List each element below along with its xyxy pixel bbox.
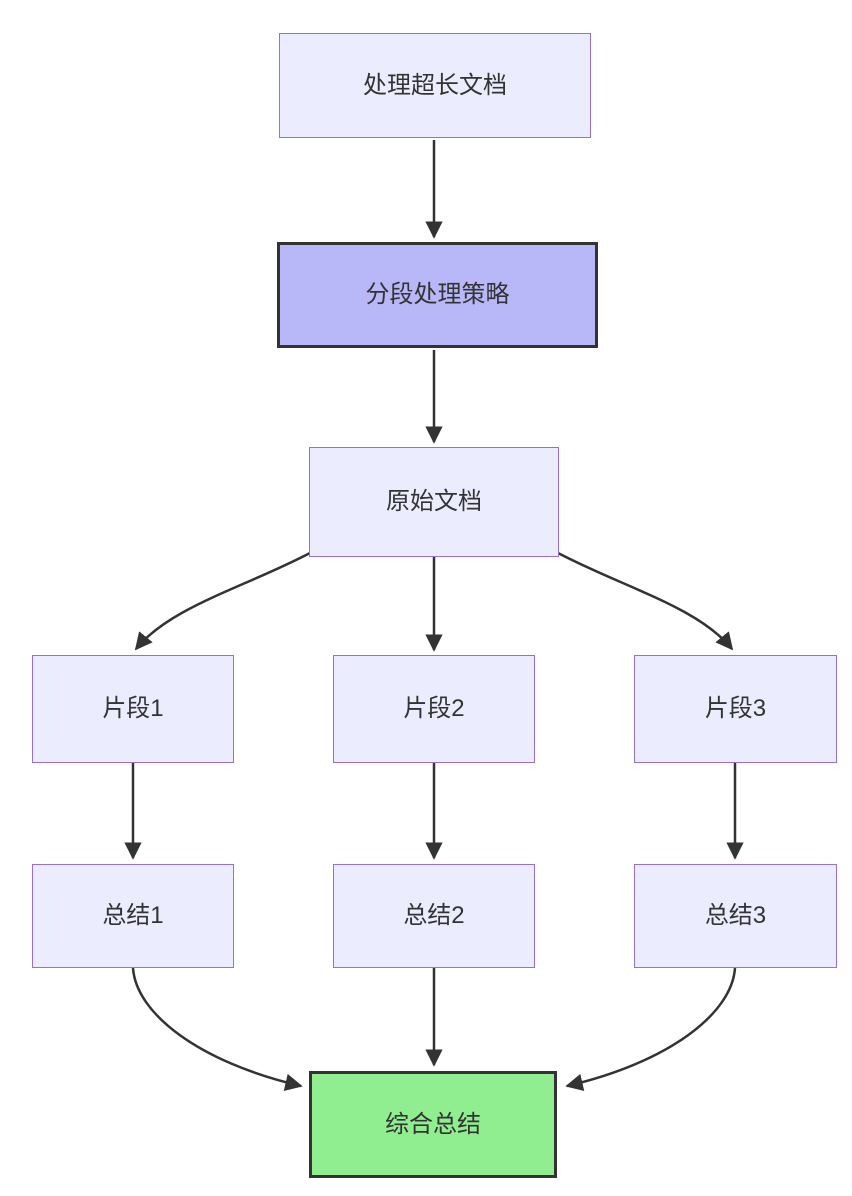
node-label: 综合总结 bbox=[385, 1110, 481, 1138]
node-segmentation-strategy: 分段处理策略 bbox=[277, 242, 598, 348]
node-summary-3: 总结3 bbox=[634, 864, 837, 968]
node-summary-2: 总结2 bbox=[333, 864, 535, 968]
edge-e3-to-f bbox=[565, 967, 737, 1091]
node-label: 处理超长文档 bbox=[363, 71, 507, 99]
node-label: 片段3 bbox=[704, 695, 767, 723]
node-label: 片段1 bbox=[102, 695, 164, 723]
node-label: 分段处理策略 bbox=[365, 281, 510, 309]
node-label: 总结1 bbox=[102, 902, 164, 930]
node-label: 原始文档 bbox=[386, 488, 482, 516]
node-summary-1: 总结1 bbox=[32, 864, 234, 968]
node-fragment-1: 片段1 bbox=[32, 655, 234, 763]
node-fragment-2: 片段2 bbox=[333, 655, 535, 763]
node-label: 片段2 bbox=[403, 695, 465, 723]
edge-c-to-d3 bbox=[557, 551, 734, 651]
node-label: 总结3 bbox=[704, 902, 767, 930]
edge-c-to-d1 bbox=[134, 551, 311, 651]
node-handle-long-document: 处理超长文档 bbox=[279, 33, 591, 138]
node-fragment-3: 片段3 bbox=[634, 655, 837, 763]
node-original-document: 原始文档 bbox=[309, 447, 559, 557]
edge-e1-to-f bbox=[131, 967, 303, 1091]
node-final-summary: 综合总结 bbox=[309, 1071, 557, 1178]
node-label: 总结2 bbox=[403, 902, 465, 930]
